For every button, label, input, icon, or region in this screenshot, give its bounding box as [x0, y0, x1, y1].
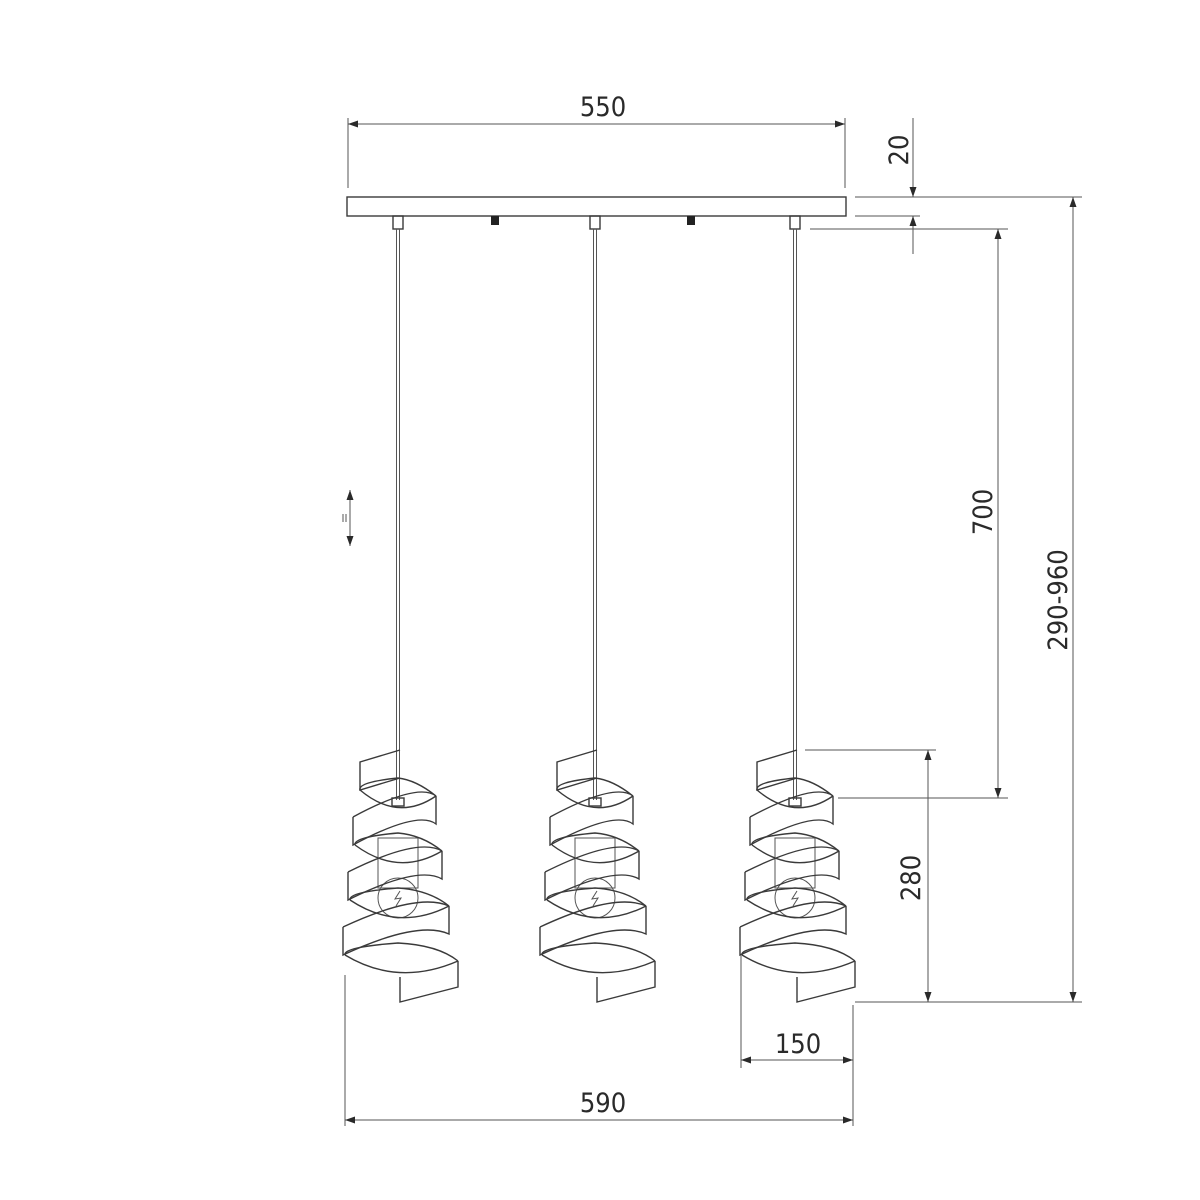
socket-cap: [788, 797, 802, 807]
dimension-shade-height: 280: [805, 749, 936, 1002]
dimension-total-height: 290-960: [855, 197, 1082, 1003]
canopy: [346, 196, 847, 225]
cord-connector: [789, 215, 801, 230]
pendant: [539, 215, 656, 1003]
socket-cap: [588, 797, 602, 807]
dimension-label: 280: [896, 855, 927, 901]
dimension-canopy-height: 20: [855, 118, 1082, 254]
screw: [687, 216, 695, 225]
dimension-label: 20: [884, 135, 915, 166]
screw: [491, 216, 499, 225]
dimension-shade-diameter: 150: [740, 955, 854, 1126]
spiral-shade: [539, 749, 656, 1003]
dimension-canopy-length: 550: [347, 92, 846, 188]
spiral-shade: [342, 749, 459, 1003]
dimension-total-width: 590: [344, 975, 853, 1126]
cord-connector: [589, 215, 601, 230]
height-adjustable-icon: [342, 490, 354, 546]
dimension-label: 590: [580, 1088, 626, 1119]
dimension-label: 550: [580, 92, 626, 123]
socket-cap: [391, 797, 405, 807]
cord-connector: [392, 215, 404, 230]
dimension-cord-length: 700: [810, 228, 1008, 799]
dimension-label: 290-960: [1043, 549, 1074, 650]
dimension-label: 700: [968, 489, 999, 535]
spiral-shade: [739, 749, 856, 1003]
pendant: [739, 215, 856, 1003]
dimension-label: 150: [775, 1029, 821, 1060]
pendant: [342, 215, 459, 1003]
